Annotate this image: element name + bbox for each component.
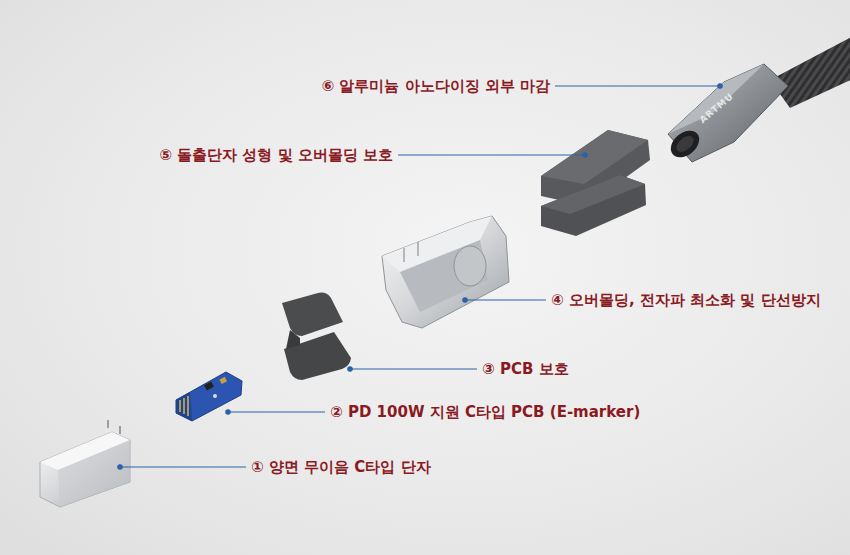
overmold-piece (541, 130, 650, 236)
pcb-cover (282, 293, 351, 380)
pcb-board (176, 372, 242, 421)
cable-housing (666, 35, 850, 163)
callout-label: ③ PCB 보호 (482, 359, 569, 379)
callout-label: ⑥ 알루미늄 아노다이징 외부 마감 (321, 76, 550, 96)
callout-label: ① 양면 무이음 C타입 단자 (251, 457, 431, 477)
metal-shell (382, 216, 509, 328)
callout-label: ⑤ 돌출단자 성형 및 오버몰딩 보호 (159, 145, 393, 165)
callout-label: ② PD 100W 지원 C타입 PCB (E-marker) (330, 402, 640, 422)
leader-lines (118, 84, 722, 469)
c-terminal (40, 420, 130, 507)
callout-label: ④ 오버몰딩, 전자파 최소화 및 단선방지 (551, 290, 821, 310)
